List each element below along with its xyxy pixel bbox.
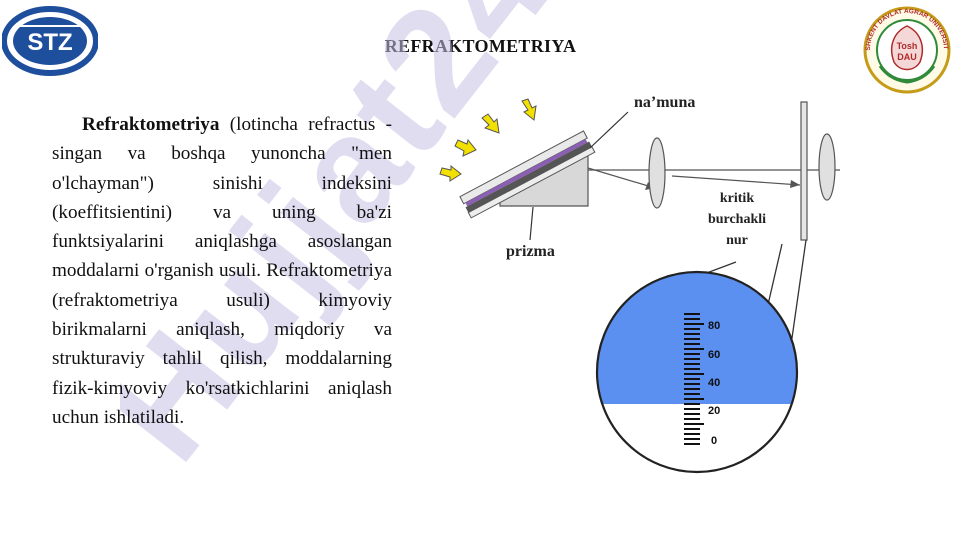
- stz-logo-icon: STZ: [2, 6, 98, 76]
- tick-label-20: 20: [708, 405, 720, 417]
- slide-title: REFRAKTOMETRIYA: [384, 36, 577, 56]
- refractometer-diagram: 80 60 40 20 0: [439, 98, 840, 474]
- lens-2: [818, 133, 836, 201]
- tick-label-40: 40: [708, 377, 720, 389]
- tick-label-0: 0: [711, 435, 717, 447]
- label-critical-ray: kritik burchakli nur: [697, 188, 777, 251]
- term-bold: Refraktometriya: [82, 114, 220, 135]
- seal-text-1: Tosh: [897, 41, 918, 51]
- tick-label-60: 60: [708, 349, 720, 361]
- description-text: (lotincha refractus - singan va boshqa y…: [52, 114, 392, 428]
- seal-text-2: DAU: [897, 52, 917, 62]
- tick-label-80: 80: [708, 320, 720, 332]
- scale-plate: [800, 101, 808, 241]
- sample-slide: [459, 130, 596, 219]
- description-paragraph: Refraktometriya (lotincha refractus - si…: [52, 110, 392, 432]
- label-sample: na’muna: [634, 94, 696, 112]
- field-of-view: [597, 272, 797, 472]
- lens-1: [648, 137, 666, 209]
- logo-left-text: STZ: [27, 29, 72, 56]
- label-prism: prizma: [506, 243, 555, 261]
- university-seal-icon: Tosh DAU TOSHKENT DAVLAT AGRAR UNIVERSIT…: [860, 6, 951, 94]
- light-arrows-icon: [439, 98, 537, 182]
